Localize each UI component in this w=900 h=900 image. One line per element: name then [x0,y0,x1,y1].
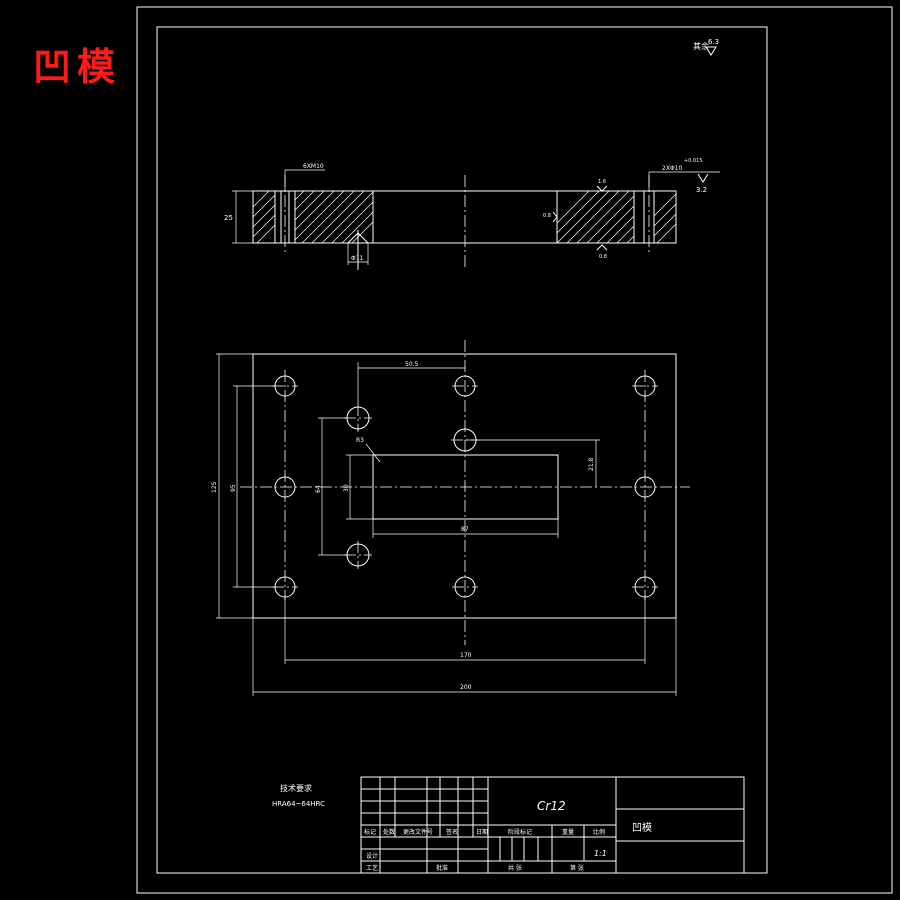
title-material: Cr12 [537,799,566,813]
dim-64: 64 [315,485,322,493]
tech-req-line1: HRA64~64HRC [272,800,325,808]
dim-r3: R3 [356,437,364,444]
roughness-note: 其余 6.3 [693,38,719,56]
tech-req-heading: 技术要求 [280,783,312,793]
plan-view: 50.5 R3 21.8 125 95 64 30 87 170 2 [211,340,690,696]
title-h-stage: 阶段标记 [508,828,532,836]
title-h-zone: 更改文件号 [403,828,433,836]
tech-requirements: 技术要求 HRA64~64HRC [272,783,325,808]
title-h-approve: 批准 [436,864,448,872]
title-h-design: 设计 [366,852,378,860]
dim-right-hole: 2XΦ10 [662,165,682,172]
title-part-name: 凹模 [632,822,652,834]
title-h-sign: 签名 [446,828,458,836]
title-h-mark: 标记 [364,828,376,836]
title-h-sheet: 第 张 [570,864,584,872]
dim-50-5: 50.5 [405,361,419,368]
dim-87: 87 [461,526,469,533]
title-h-weight: 重量 [562,828,574,836]
title-h-sheets: 共 张 [508,864,522,872]
section-view: 25 6XM10 2XΦ10 +0.015 3.2 1.6 0.8 0.8 Φ1… [224,158,720,270]
dim-200: 200 [460,684,472,691]
roughness-note-value: 6.3 [708,38,719,46]
title-h-count: 处数 [383,828,395,836]
dim-right-hole-tol: +0.015 [684,158,703,164]
dim-170: 170 [460,652,472,659]
title-h-review: 工艺 [366,864,378,872]
dim-thickness: 25 [224,214,233,222]
title-h-date: 日期 [476,828,488,836]
roughness-small-top: 1.6 [598,179,606,185]
title-block: Cr12 凹模 1:1 标记 处数 更改文件号 签名 日期 阶段标记 重量 比例… [360,776,745,874]
dim-95: 95 [230,484,237,492]
roughness-right: 3.2 [696,186,707,194]
outer-border [136,6,893,894]
dim-bottom-hole: Φ11 [351,255,364,262]
dim-left-hole: 6XM10 [303,163,324,170]
title-scale: 1:1 [594,849,607,858]
drawing-title-overlay: 凹模 [33,44,122,89]
roughness-small-mid: 0.8 [543,213,551,219]
dim-30: 30 [343,484,350,492]
roughness-note-label: 其余 [693,41,709,51]
dim-21-8: 21.8 [588,457,595,471]
dim-125: 125 [211,481,218,493]
roughness-small-bot: 0.8 [599,254,607,260]
title-h-ratio: 比例 [593,828,605,836]
